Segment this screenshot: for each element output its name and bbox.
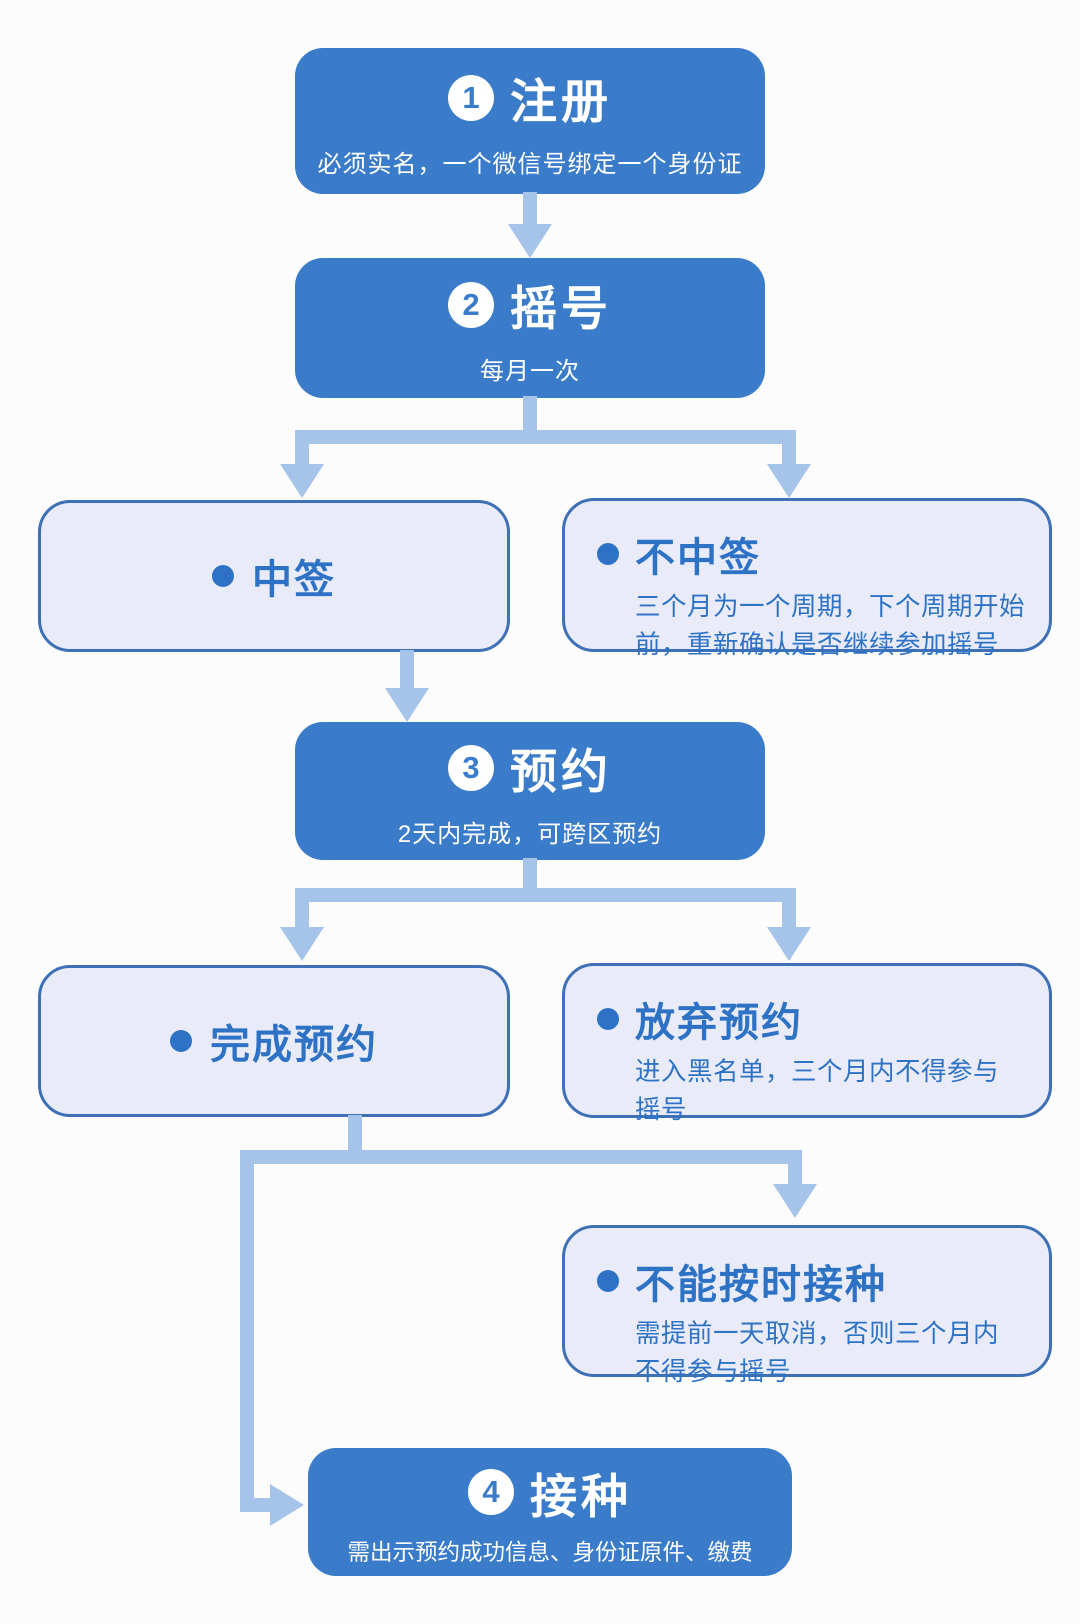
bullet-dot-icon [212,565,234,587]
step1-number: 1 [462,79,480,115]
connector-step1-step2-line [523,192,537,228]
step1-title-row: 1 注册 [448,63,612,132]
connector-win-step3-line [400,650,414,690]
step2-number-badge: 2 [448,281,494,328]
outcome-box-win: 中签 [38,500,510,652]
step4-subtitle: 需出示预约成功信息、身份证原件、缴费 [347,1539,753,1565]
step2-title: 摇号 [510,282,612,335]
branch2-stub-line [523,858,537,892]
step3-number-badge: 3 [448,744,494,791]
outcome-win-title: 中签 [252,558,336,602]
connector-step1-step2-arrowhead-icon [508,224,552,258]
connector-win-step3-arrowhead-icon [385,688,429,722]
bullet-dot-icon [597,543,619,565]
outcome-abandon-title: 放弃预约 [635,1001,803,1045]
step2-title-row: 2 摇号 [448,270,612,339]
branch3-right-pointing-arrowhead-icon [270,1484,304,1526]
step3-subtitle: 2天内完成，可跨区预约 [397,821,663,848]
bullet-dot-icon [170,1030,192,1052]
step3-title: 预约 [510,745,612,798]
outcome-complete-title: 完成预约 [210,1023,378,1067]
outcome-miss-title-row: 不能按时接种 [597,1252,1025,1310]
branch3-horizontal-line [240,1150,802,1164]
branch1-right-line [782,430,796,466]
step-box-lottery: 2 摇号 每月一次 [295,258,765,398]
outcome-lose-title: 不中签 [635,536,761,580]
step2-number: 2 [462,286,480,322]
step2-subtitle: 每月一次 [480,358,580,385]
step4-title-row: 4 接种 [468,1458,632,1527]
branch2-right-line [782,888,796,929]
step-box-appointment: 3 预约 2天内完成，可跨区预约 [295,722,765,860]
bullet-dot-icon [597,1008,619,1030]
branch3-right-arrowhead-icon [773,1184,817,1218]
step4-number: 4 [482,1474,500,1509]
outcome-box-abandon: 放弃预约 进入黑名单，三个月内不得参与 摇号 [562,963,1052,1124]
branch2-left-line [295,888,309,929]
step4-title: 接种 [530,1469,632,1523]
branch1-left-arrowhead-icon [280,464,324,498]
branch3-right-line [788,1162,802,1186]
bullet-dot-icon [597,1270,619,1292]
step3-title-row: 3 预约 [448,733,612,802]
outcome-box-lose: 不中签 三个月为一个周期，下个周期开始 前，重新确认是否继续参加摇号 [562,498,1052,659]
branch1-right-arrowhead-icon [767,464,811,498]
outcome-miss-title: 不能按时接种 [635,1263,887,1307]
outcome-lose-title-row: 不中签 [597,525,1025,583]
step1-title: 注册 [510,75,612,128]
outcome-abandon-description: 进入黑名单，三个月内不得参与 摇号 [635,1058,1000,1124]
outcome-abandon-title-row: 放弃预约 [597,990,1025,1048]
outcome-box-complete: 完成预约 [38,965,510,1117]
step-box-vaccinate: 4 接种 需出示预约成功信息、身份证原件、缴费 [308,1448,792,1576]
branch3-stub-line [348,1115,362,1152]
branch1-horizontal-line [295,430,796,444]
branch2-left-arrowhead-icon [280,927,324,961]
branch2-right-arrowhead-icon [767,927,811,961]
branch1-left-line [295,430,309,466]
step1-subtitle: 必须实名，一个微信号绑定一个身份证 [317,151,743,178]
branch3-elbow-line [240,1498,272,1512]
branch3-left-long-line [240,1150,254,1512]
step-box-register: 1 注册 必须实名，一个微信号绑定一个身份证 [295,48,765,194]
step1-number-badge: 1 [448,74,494,121]
step3-number: 3 [462,749,480,785]
outcome-lose-description: 三个月为一个周期，下个周期开始 前，重新确认是否继续参加摇号 [635,593,1026,659]
branch2-horizontal-line [295,888,796,902]
outcome-box-miss-appointment: 不能按时接种 需提前一天取消，否则三个月内 不得参与摇号 [562,1225,1052,1386]
outcome-miss-description: 需提前一天取消，否则三个月内 不得参与摇号 [635,1320,1000,1386]
branch1-stub-line [523,396,537,432]
step4-number-badge: 4 [468,1469,514,1515]
